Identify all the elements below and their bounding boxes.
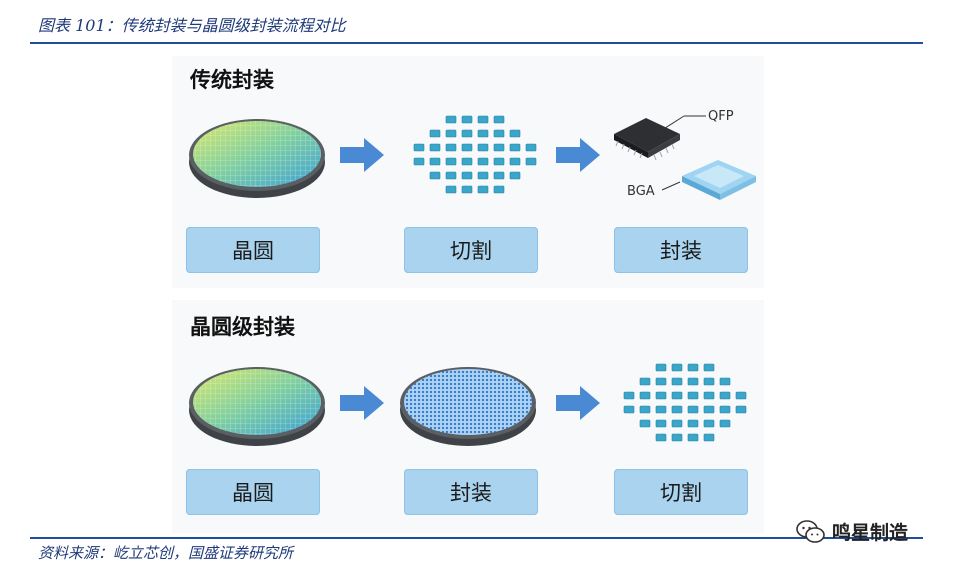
diced-dies-icon-1 <box>413 115 537 194</box>
arrow-icon-3 <box>340 386 384 420</box>
qfp-label: QFP <box>708 109 734 124</box>
figure-source: 资料来源：屹立芯创，国盛证券研究所 <box>38 544 294 562</box>
arrow-icon-4 <box>556 386 600 420</box>
qfp-bga-packages-icon <box>614 115 756 200</box>
step-box-dicing-2: 切割 <box>614 469 748 515</box>
traditional-title: 传统封装 <box>190 68 274 92</box>
source-rule <box>30 537 923 539</box>
step-box-packaging-2: 封装 <box>404 469 538 515</box>
arrow-icon-1 <box>340 138 384 172</box>
step-box-wafer-2: 晶圆 <box>186 469 320 515</box>
watermark-text: 鸣星制造 <box>832 522 909 544</box>
diced-dies-icon-2 <box>623 363 747 442</box>
wechat-icon <box>796 519 825 543</box>
arrow-icon-2 <box>556 138 600 172</box>
step-box-packaging: 封装 <box>614 227 748 273</box>
packaged-wafer-icon <box>400 367 536 446</box>
step-box-wafer: 晶圆 <box>186 227 320 273</box>
watermark: 鸣星制造 <box>796 518 908 545</box>
bga-chip-icon <box>682 160 756 200</box>
wafer-level-title: 晶圆级封装 <box>190 315 295 339</box>
qfp-chip-icon <box>614 118 680 161</box>
wafer-icon-2 <box>189 367 325 446</box>
caption-rule <box>30 42 923 44</box>
bga-label: BGA <box>627 184 655 199</box>
wafer-icon-1 <box>189 119 325 198</box>
step-box-dicing: 切割 <box>404 227 538 273</box>
figure-caption: 图表 101：传统封装与晶圆级封装流程对比 <box>38 16 346 35</box>
